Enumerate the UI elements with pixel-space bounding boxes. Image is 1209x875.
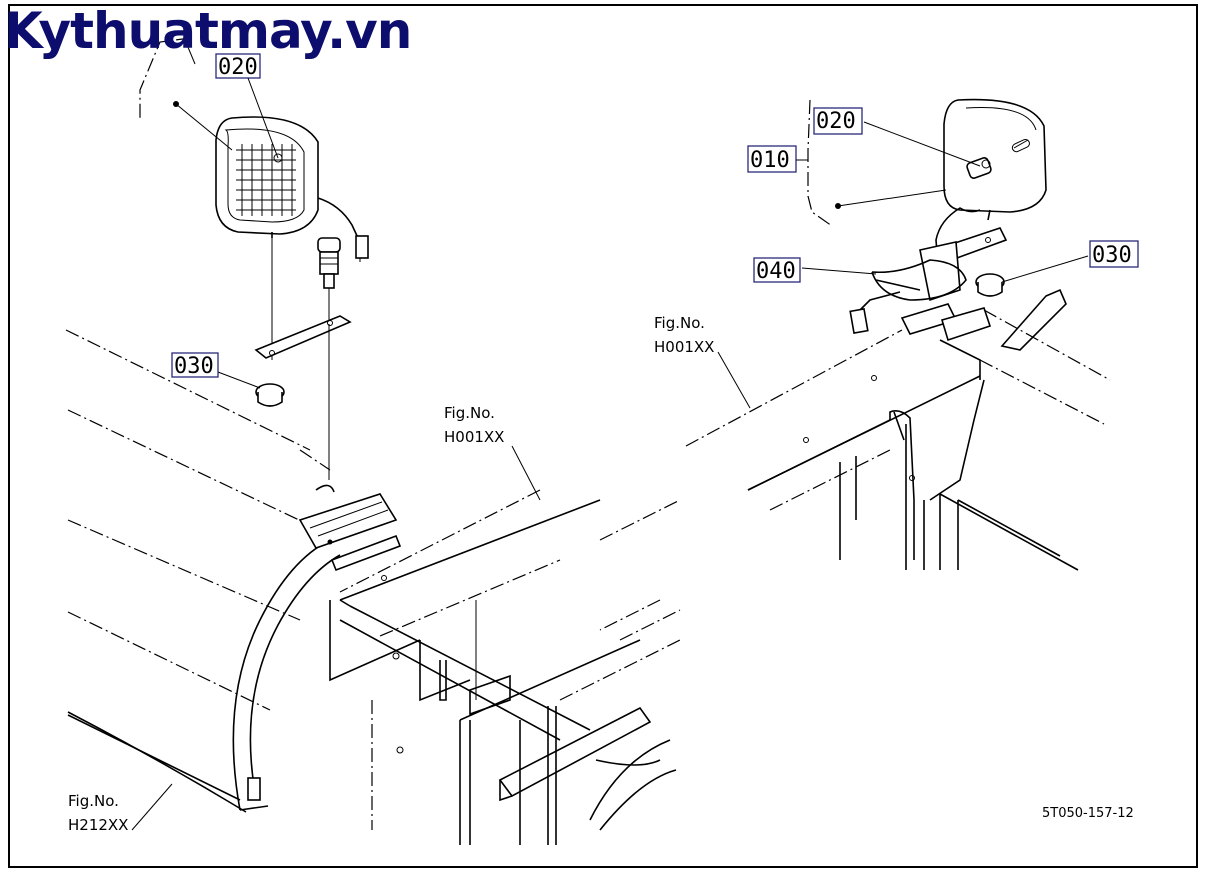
fig-ref-line1: Fig.No. [444,404,495,422]
grommet-left[interactable] [255,383,285,407]
left-view [65,37,681,845]
fig-ref-h212xx[interactable]: Fig.No. H212XX [68,792,128,834]
harness-right[interactable] [849,259,967,334]
fig-ref-h001xx-right[interactable]: Fig.No. H001XX [654,314,714,356]
fig-ref-line2: H001XX [654,338,714,356]
callout-label: 030 [1092,243,1132,268]
fig-ref-line2: H212XX [68,816,128,834]
work-light-left[interactable] [215,116,369,262]
stay-plate-left [254,315,352,359]
assembly-bracket-right [807,99,833,227]
fig-ref-line2: H001XX [444,428,504,446]
callout-label: 030 [174,354,214,379]
fig-ref-h001xx-left[interactable]: Fig.No. H001XX [444,404,504,446]
callout-label: 020 [816,109,856,134]
callout-020-left[interactable]: 020 [215,53,261,80]
fig-ref-line1: Fig.No. [68,792,119,810]
watermark-logo: Kythuatmay.vn [4,2,412,60]
bulb-left[interactable] [317,237,341,289]
drawing-code: 5T050-157-12 [1042,806,1134,821]
callout-030-left[interactable]: 030 [171,352,219,379]
assembly-bracket-left [139,37,191,120]
callout-label: 040 [756,259,796,284]
callout-label: 010 [750,148,790,173]
callout-010-right[interactable]: 010 [747,145,797,173]
callout-020-right[interactable]: 020 [813,107,863,135]
callout-030-right[interactable]: 030 [1089,240,1139,268]
grommet-right[interactable] [975,273,1005,297]
callout-label: 020 [218,55,258,80]
callout-040-right[interactable]: 040 [753,257,801,284]
fig-ref-line1: Fig.No. [654,314,705,332]
right-view [685,98,1111,571]
